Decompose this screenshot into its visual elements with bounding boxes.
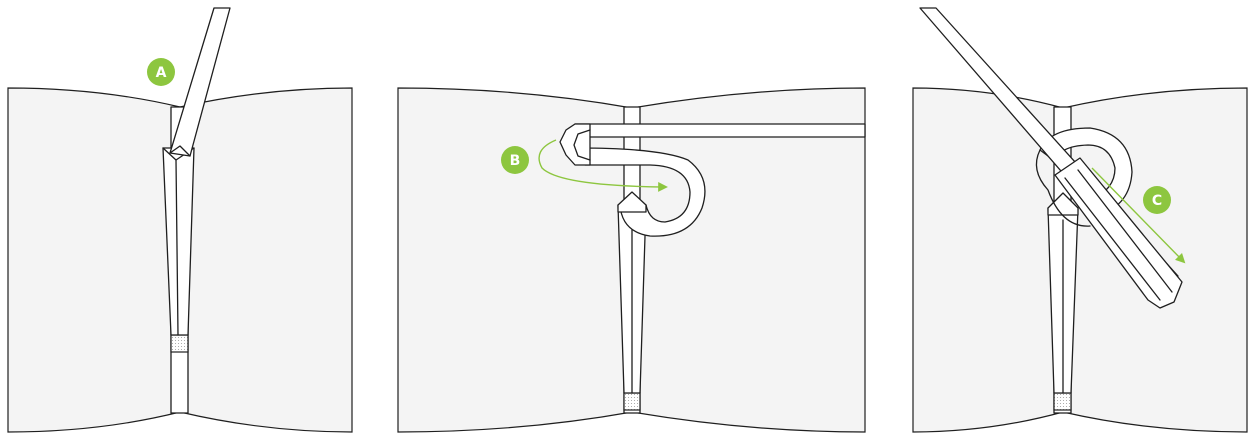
strap-horizontal: [574, 123, 866, 138]
step-label-b: B: [510, 153, 521, 169]
rotate-arrow: [538, 139, 668, 192]
strap-tip: [559, 123, 591, 166]
step-label-c: C: [1152, 193, 1162, 209]
buckle-tip: [617, 191, 647, 213]
stitch-patch: [170, 334, 189, 353]
step-badge-a: [147, 58, 175, 86]
step-badge-b: [501, 146, 529, 174]
step-c-panel: C: [912, 7, 1248, 433]
strap-curl: [577, 147, 706, 237]
strap-fold: [1054, 157, 1183, 309]
step-a-panel: A: [7, 7, 353, 433]
step-label-a: A: [156, 65, 167, 81]
pull-arrow: [1091, 167, 1186, 264]
buckle-tip: [1047, 192, 1079, 216]
fabric-pad: [912, 87, 1248, 433]
step-b-panel: B: [397, 87, 866, 433]
step-badge-c: [1143, 186, 1171, 214]
stitch-patch: [623, 392, 641, 411]
strap-tip: [169, 7, 231, 157]
stitch-patch: [1053, 392, 1072, 411]
